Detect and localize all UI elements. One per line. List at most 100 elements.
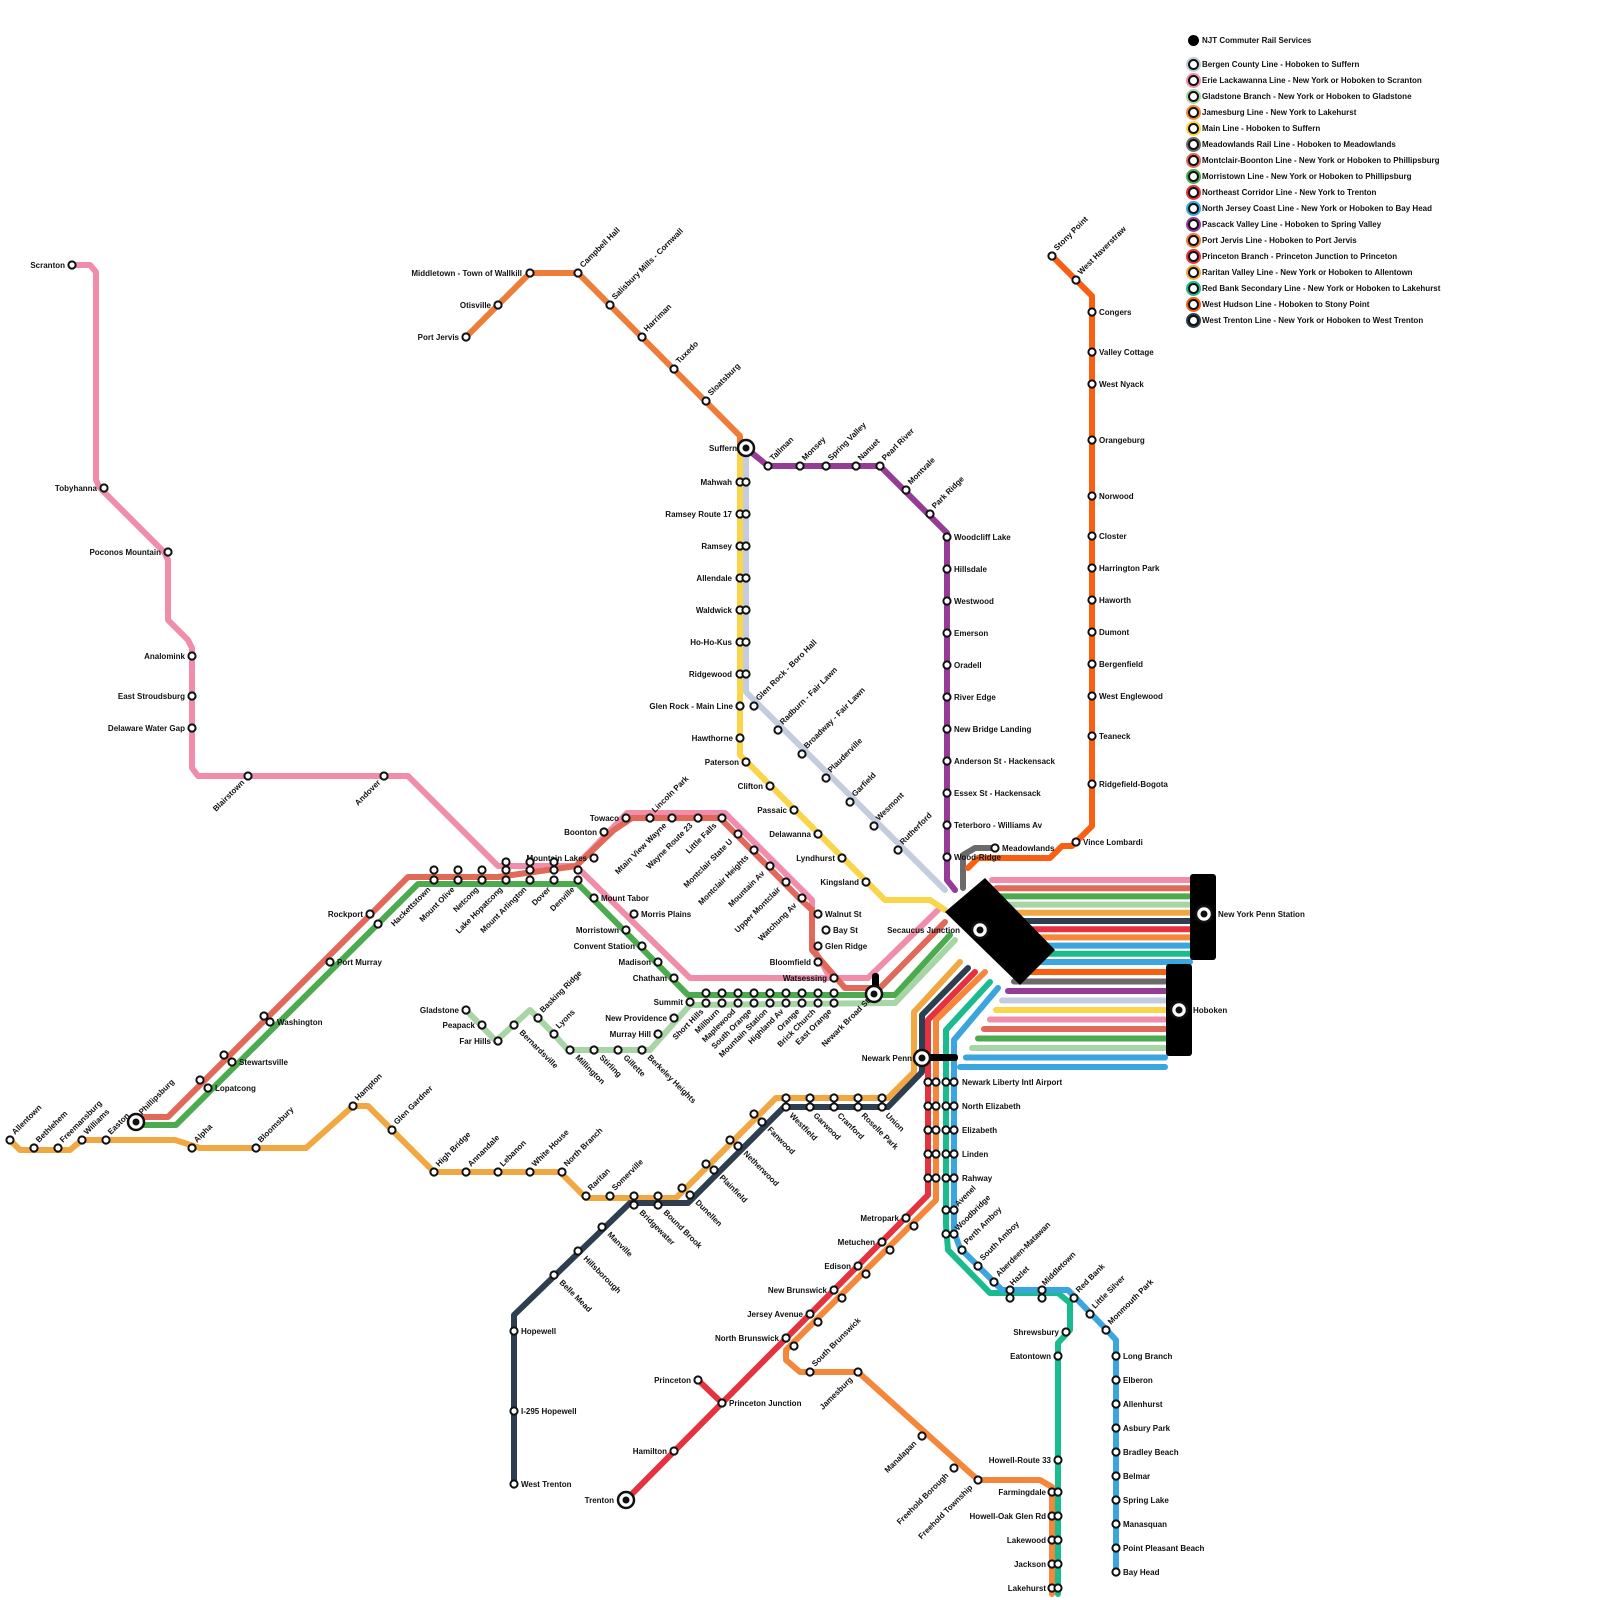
station-dot (430, 1168, 437, 1175)
station-dot (942, 1102, 949, 1109)
station-label: Hopewell (521, 1327, 556, 1336)
station-label: Vince Lombardi (1083, 838, 1143, 847)
station-label: Long Branch (1123, 1352, 1172, 1361)
station-dot (950, 1150, 957, 1157)
station-label: Orangeburg (1099, 436, 1145, 445)
station-dot (924, 1174, 931, 1181)
station-label: Glen Ridge (825, 942, 868, 951)
station-dot (910, 1222, 917, 1229)
station-label: Raritan (586, 1166, 612, 1192)
station-label: New Providence (605, 1014, 667, 1023)
station-dot (950, 1230, 957, 1237)
station-label: Bradley Beach (1123, 1448, 1179, 1457)
station-major-core (1201, 911, 1208, 918)
station-label: I-295 Hopewell (521, 1407, 577, 1416)
legend-dot (1188, 235, 1199, 246)
station-dot (638, 942, 645, 949)
station-label: Hoboken (1193, 1006, 1227, 1015)
station-label: North Brunswick (715, 1334, 780, 1343)
station-label: Towaco (590, 814, 619, 823)
station-dot (668, 814, 675, 821)
station-dot (943, 821, 950, 828)
legend-dot (1188, 59, 1199, 70)
station-label: Emerson (954, 629, 988, 638)
station-dot (942, 1230, 949, 1237)
legend-label: Montclair-Boonton Line - New York or Hob… (1202, 156, 1439, 165)
station-dot (950, 1206, 957, 1213)
legend-label: Gladstone Branch - New York or Hoboken t… (1202, 92, 1412, 101)
legend-item: Montclair-Boonton Line - New York or Hob… (1188, 152, 1588, 168)
station-label: West Haverstraw (1076, 224, 1128, 276)
station-dot (926, 510, 933, 517)
station-label: Red Bank (1074, 1262, 1107, 1295)
station-dot (862, 878, 869, 885)
station-label: Middletown (1040, 1250, 1078, 1288)
station-dot (1054, 1456, 1061, 1463)
station-dot (1088, 380, 1095, 387)
station-dot (742, 542, 749, 549)
station-label: Elberon (1123, 1376, 1153, 1385)
station-dot (782, 878, 789, 885)
legend-item: Main Line - Hoboken to Suffern (1188, 120, 1588, 136)
station-label: Oradell (954, 661, 982, 670)
station-label: Hillsdale (954, 565, 987, 574)
station-dot (550, 876, 557, 883)
station-label: Stony Point (1052, 214, 1090, 252)
station-label: Madison (619, 958, 652, 967)
station-dot (878, 1103, 885, 1110)
station-dot (774, 726, 781, 733)
legend-item: Jamesburg Line - New York to Lakehurst (1188, 104, 1588, 120)
station-label: Allenhurst (1123, 1400, 1163, 1409)
legend-label: Main Line - Hoboken to Suffern (1202, 124, 1320, 133)
station-label: West Nyack (1099, 380, 1144, 389)
station-dot (188, 724, 195, 731)
legend-item-main: NJT Commuter Rail Services (1188, 32, 1588, 48)
station-label: Boonton (564, 828, 597, 837)
station-dot (374, 920, 381, 927)
station-dot (550, 1271, 557, 1278)
station-dot (766, 999, 773, 1006)
station-label: Watsessing (783, 974, 827, 983)
station-label: Essex St - Hackensack (954, 789, 1041, 798)
station-label: Bay St (833, 926, 858, 935)
legend-dot (1188, 219, 1199, 230)
station-label: Gladstone (420, 1006, 460, 1015)
station-dot (510, 1327, 517, 1334)
station-label: Chatham (633, 974, 667, 983)
station-dot (188, 692, 195, 699)
station-dot (736, 734, 743, 741)
station-dot (694, 1376, 701, 1383)
station-dot (742, 758, 749, 765)
station-label: Murray Hill (610, 1030, 651, 1039)
station-label: Port Jervis (418, 333, 460, 342)
station-dot (806, 1103, 813, 1110)
station-dot (654, 1201, 661, 1208)
station-dot (526, 269, 533, 276)
station-label: Bloomfield (770, 958, 811, 967)
station-label: Ramsey Route 17 (665, 510, 732, 519)
legend-label: Meadowlands Rail Line - Hoboken to Meado… (1202, 140, 1396, 149)
station-dot (1088, 660, 1095, 667)
station-dot (1062, 1328, 1069, 1335)
station-label: Tobyhanna (55, 484, 98, 493)
station-label: Elizabeth (962, 1126, 997, 1135)
station-label: Manalapan (883, 1439, 919, 1475)
station-label: Hawthorne (692, 734, 734, 743)
station-dot (646, 814, 653, 821)
station-dot (854, 1103, 861, 1110)
station-label: Nanuet (856, 437, 882, 463)
legend-item: Bergen County Line - Hoboken to Suffern (1188, 56, 1588, 72)
station-dot (943, 533, 950, 540)
station-label: River Edge (954, 693, 996, 702)
station-dot (654, 1192, 661, 1199)
station-dot (1112, 1472, 1119, 1479)
station-dot (702, 397, 709, 404)
line-westhudson (968, 256, 1092, 868)
station-dot (510, 1021, 517, 1028)
station-dot (454, 876, 461, 883)
station-dot (950, 1078, 957, 1085)
station-label: Valley Cottage (1099, 348, 1154, 357)
station-label: New Bridge Landing (954, 725, 1031, 734)
station-dot (798, 989, 805, 996)
station-dot (260, 1012, 267, 1019)
